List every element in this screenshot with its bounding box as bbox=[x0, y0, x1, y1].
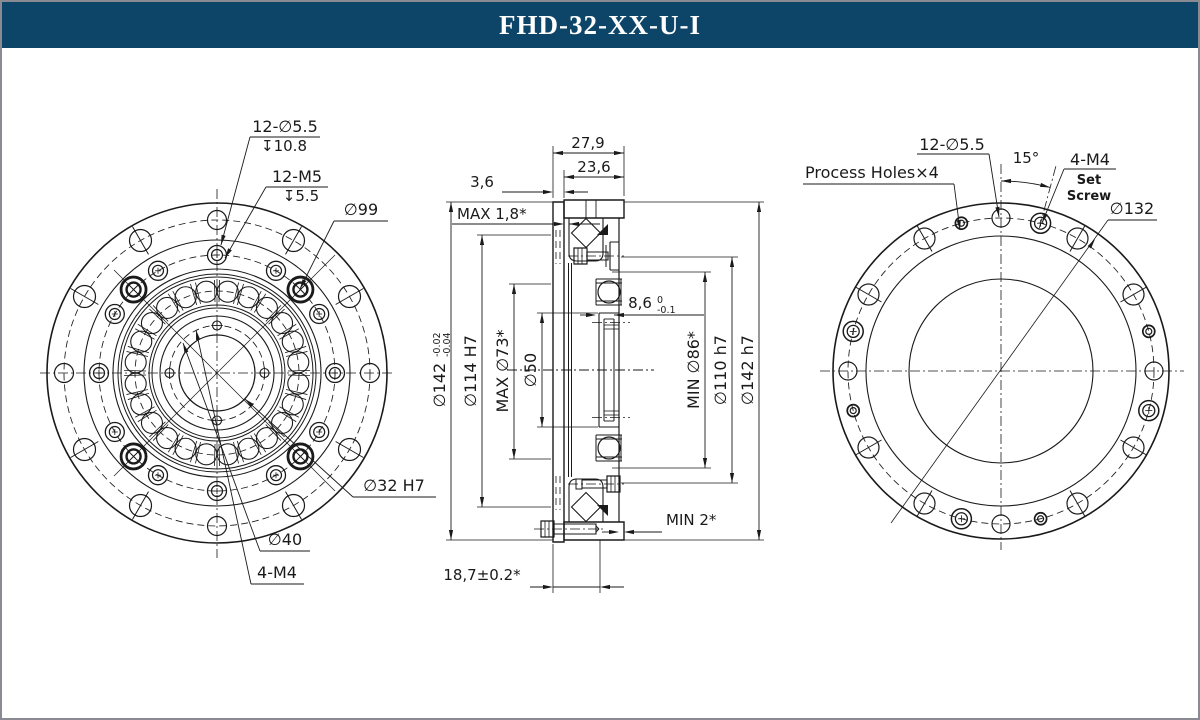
svg-text:0: 0 bbox=[657, 295, 663, 306]
label-front-bolt-circle: ∅99 bbox=[344, 200, 378, 219]
svg-text:-0.04: -0.04 bbox=[442, 332, 453, 357]
label-rear-holes: 12-∅5.5 bbox=[919, 135, 985, 154]
dim-dia-spigot: ∅114 H7 bbox=[461, 335, 480, 407]
label-front-pilot-circle: ∅40 bbox=[268, 530, 302, 549]
label-rear-dia-132: ∅132 bbox=[1110, 199, 1154, 218]
front-view: 12-∅5.5↧10.8 12-M5↧5.5 ∅99 ∅32 H7 ∅40 4-M4 bbox=[40, 117, 436, 585]
label-rear-process-holes: Process Holes×4 bbox=[805, 163, 939, 182]
dim-min-step: MIN 2* bbox=[666, 511, 717, 529]
dim-width-total: 27,9 bbox=[571, 134, 604, 152]
label-rear-screw: Screw bbox=[1067, 189, 1111, 204]
dim-dia-50: ∅50 bbox=[521, 353, 540, 387]
dim-width-inner: 23,6 bbox=[577, 158, 610, 176]
title-bar: FHD-32-XX-U-I bbox=[2, 2, 1198, 48]
label-rear-set: Set bbox=[1077, 173, 1101, 188]
rear-view: 15° Process Holes×4 12-∅5.5 4-M4SetScrew∅13… bbox=[803, 135, 1184, 550]
label-front-holes-tapped-depth: ↧5.5 bbox=[283, 187, 319, 205]
label-rear-angle: 15° bbox=[1013, 149, 1040, 167]
dim-step-width: 8,6 bbox=[628, 294, 652, 312]
dim-dia-min86: MIN ∅86* bbox=[684, 331, 703, 409]
dim-flange-thickness: 3,6 bbox=[470, 173, 494, 191]
dim-depth-bolt: 18,7±0.2* bbox=[443, 566, 521, 584]
label-front-tapped-small: 4-M4 bbox=[257, 563, 297, 582]
label-front-holes-tapped: 12-M5 bbox=[272, 167, 322, 186]
svg-text:∅142: ∅142 bbox=[430, 363, 449, 407]
svg-text:-0.1: -0.1 bbox=[657, 305, 676, 316]
dim-dia-max73: MAX ∅73* bbox=[493, 329, 512, 412]
drawing-title: FHD-32-XX-U-I bbox=[499, 9, 701, 40]
label-rear-set-screw-thread: 4-M4 bbox=[1070, 150, 1110, 169]
dim-dia-110: ∅110 h7 bbox=[711, 335, 730, 405]
dim-dia-142h7: ∅142 h7 bbox=[738, 335, 757, 405]
label-front-holes-outer-depth: ↧10.8 bbox=[261, 137, 307, 155]
svg-text:-0.02: -0.02 bbox=[432, 332, 443, 357]
label-front-holes-outer: 12-∅5.5 bbox=[252, 117, 318, 136]
dim-max-gap: MAX 1,8* bbox=[457, 205, 527, 223]
label-front-bore: ∅32 H7 bbox=[363, 476, 425, 495]
dim-dia-flange: ∅142 -0.02-0.04 bbox=[430, 332, 453, 407]
